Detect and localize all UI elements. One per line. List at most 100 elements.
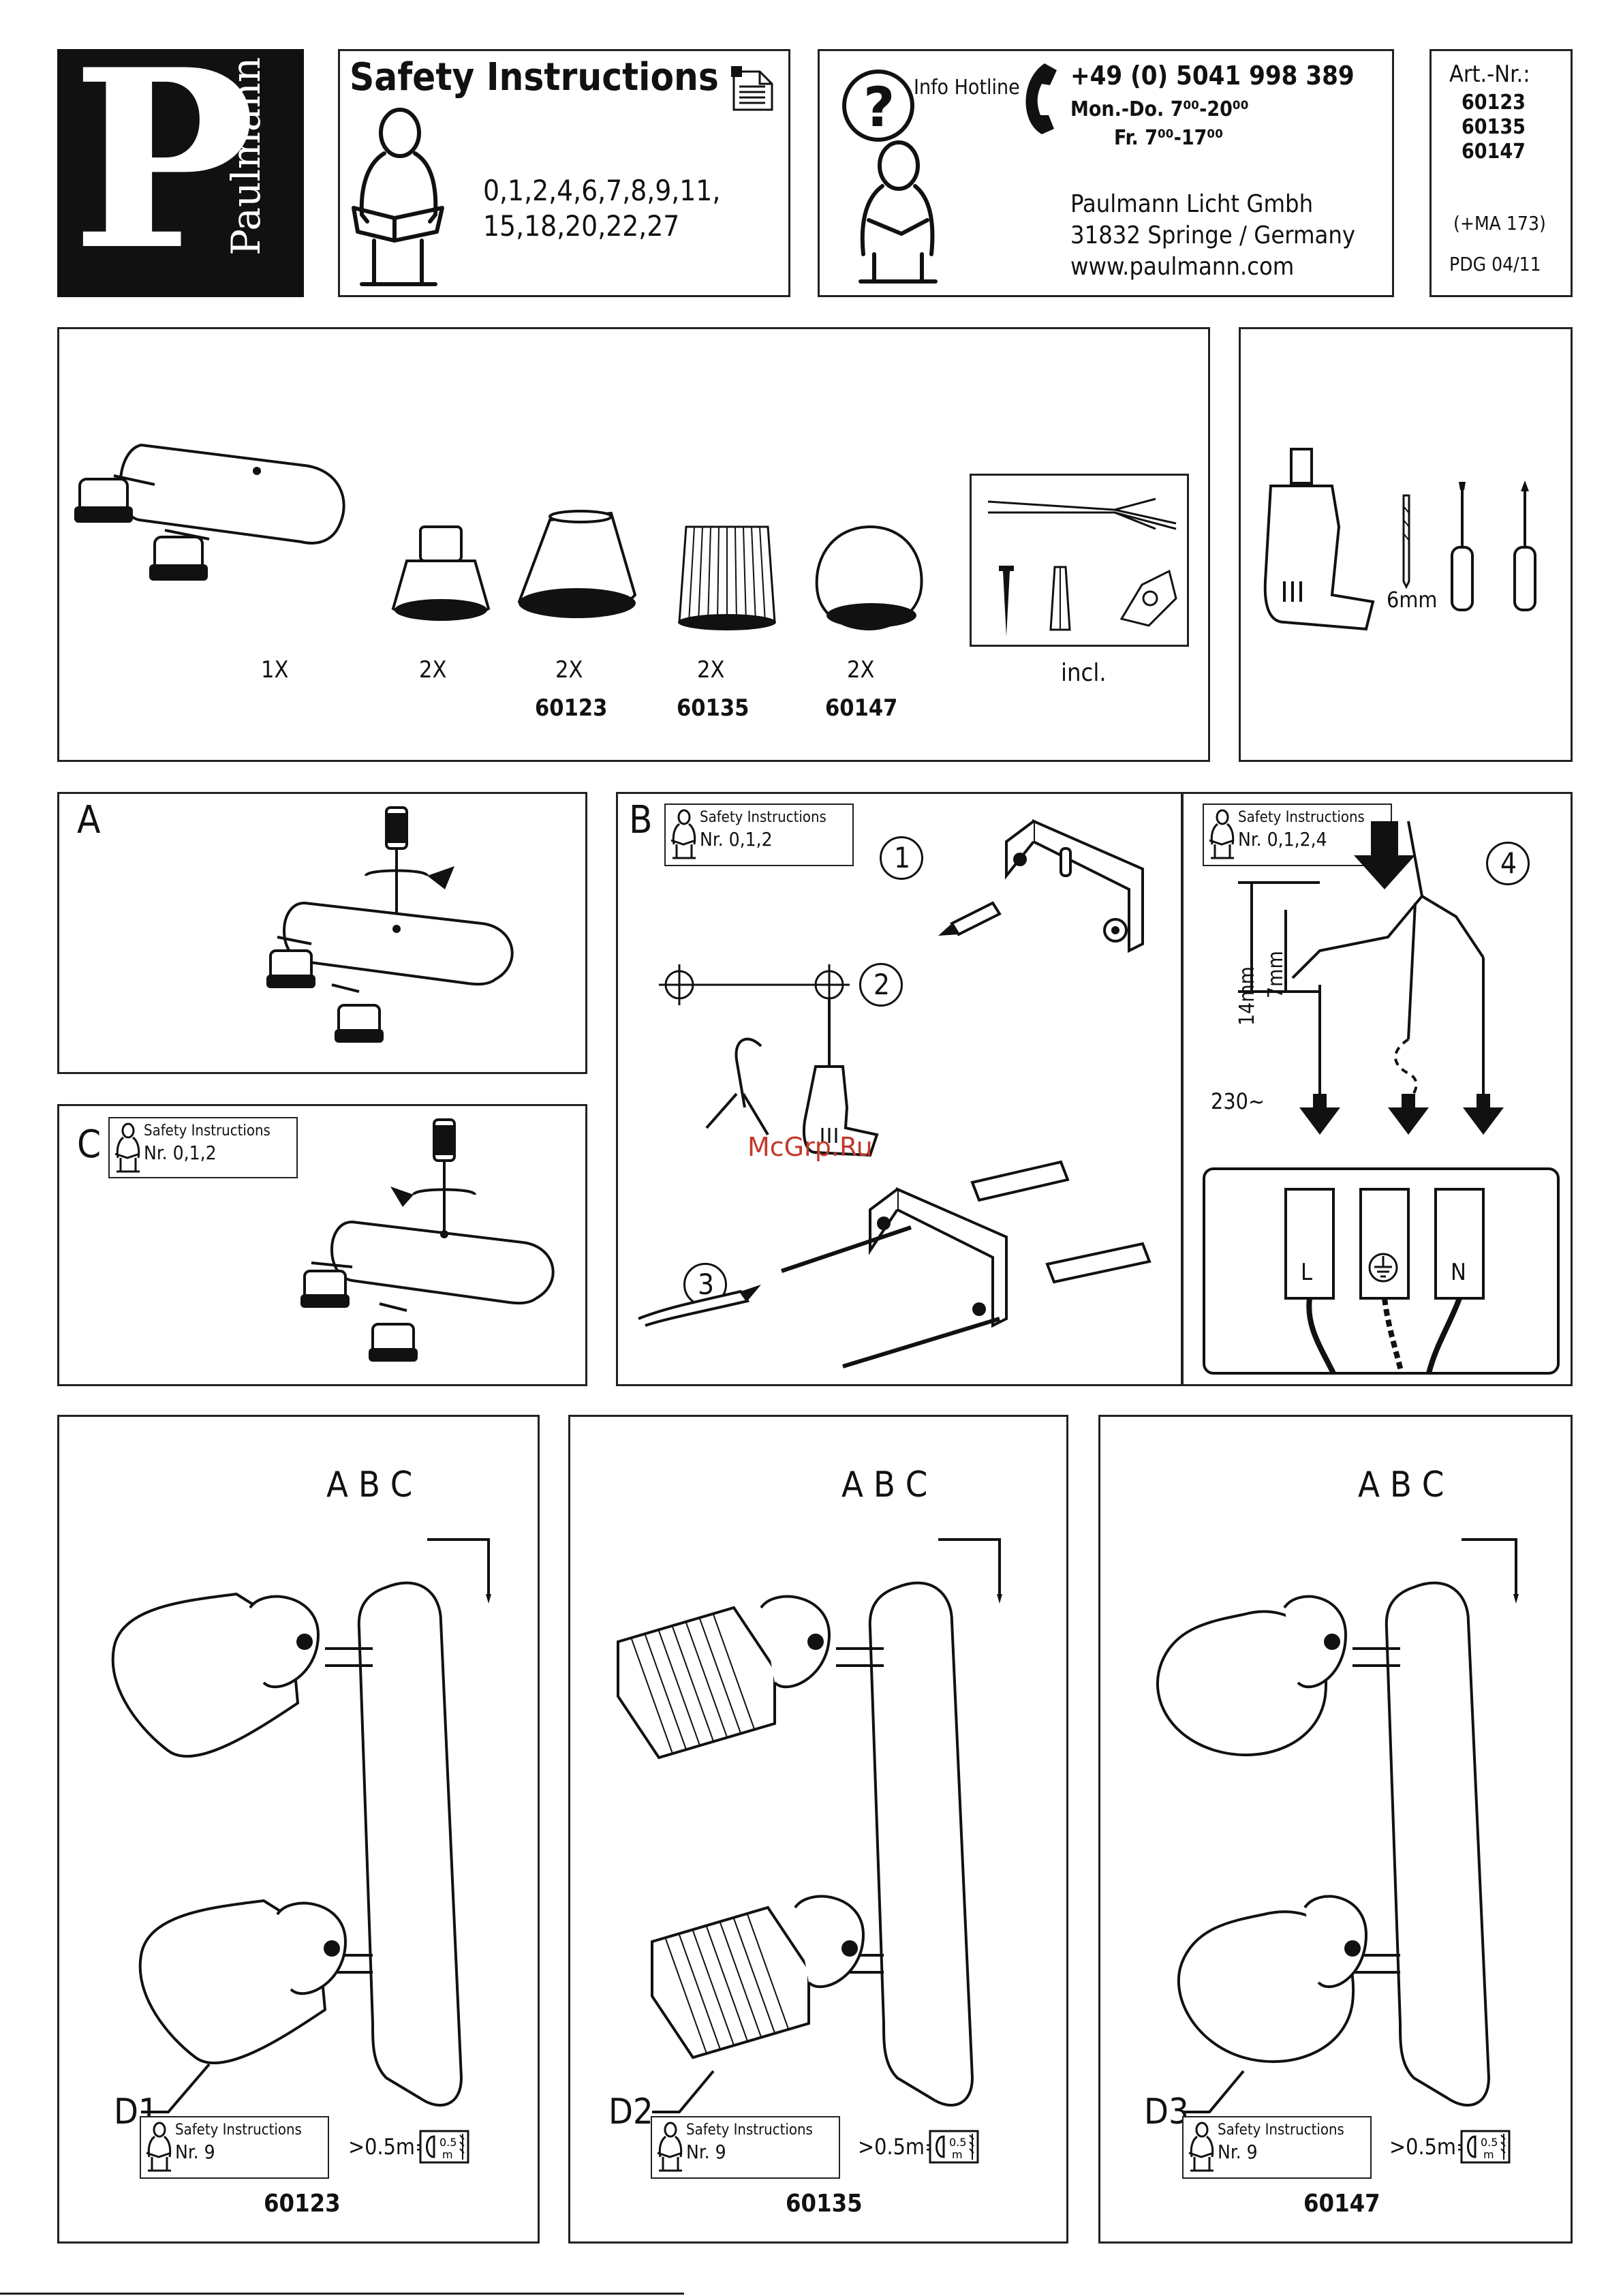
variant-d3-distance: >0.5m=: [1389, 2134, 1473, 2160]
bracket-marking-illustration: [938, 818, 1144, 953]
parts-box: 1X 2X 2X 60123 2X 60135 2X 60147 incl.: [57, 327, 1210, 762]
step-2-marker: 2: [859, 963, 903, 1007]
watermark-text: McGrp.Ru: [747, 1132, 873, 1162]
variant-d1-distance: >0.5m=: [348, 2134, 432, 2160]
part-qty-5: 2X: [847, 656, 875, 684]
fixture-base-illustration: [74, 443, 345, 581]
phillips-screwdriver-icon: [1513, 480, 1536, 611]
part-qty-1: 1X: [261, 656, 289, 684]
variant-d1-abc: A B C: [326, 1465, 413, 1505]
dim-7mm: 7mm: [1264, 951, 1288, 998]
wiring-safety-title: Safety Instructions: [1238, 809, 1365, 826]
art-number-1: 60123: [1462, 91, 1526, 114]
bracket-icon: [1119, 569, 1177, 627]
safety-person-icon: [670, 809, 696, 859]
step-c-box: C Safety Instructions Nr. 0,1,2: [57, 1104, 587, 1386]
hours-line1: Mon.-Do. 7⁰⁰-20⁰⁰: [1070, 97, 1249, 121]
terminal-l-label: L: [1301, 1259, 1313, 1286]
variant-d3-safety-tag: Safety Instructions Nr. 9: [1182, 2116, 1372, 2179]
hours-line2: Fr. 7⁰⁰-17⁰⁰: [1114, 126, 1224, 150]
step-3-number: 3: [698, 1268, 715, 1301]
voltage-label: 230~: [1211, 1088, 1265, 1114]
pliers-icon: [987, 498, 1177, 530]
part-qty-3: 2X: [555, 656, 583, 684]
step-b-box: B Safety Instructions Nr. 0,1,2 1 2: [616, 792, 1183, 1386]
step-c-illustration: [300, 1118, 555, 1362]
variant-d3-safety-nr: Nr. 9: [1218, 2141, 1258, 2163]
svg-text:0.5: 0.5: [949, 2136, 966, 2149]
distance-lamp-icon: 0.5 m: [419, 2130, 469, 2164]
variant-d2-label: D2: [608, 2092, 653, 2132]
step-c-label: C: [77, 1122, 102, 1167]
drill-size-label: 6mm: [1387, 587, 1438, 613]
art-label: Art.-Nr.:: [1449, 61, 1530, 88]
part-qty-4: 2X: [697, 656, 725, 684]
variant-d2-box: A B C D2 Safety Instructions Nr. 9: [568, 1415, 1068, 2244]
safety-person-icon: [657, 2122, 683, 2172]
step-b-safety-nr: Nr. 0,1,2: [700, 828, 773, 851]
part-code-3: 60123: [535, 694, 608, 722]
step-c-safety-tag: Safety Instructions Nr. 0,1,2: [108, 1117, 298, 1178]
variant-d1-code: 60123: [264, 2190, 341, 2218]
safety-numbers-line2: 15,18,20,22,27: [483, 209, 680, 243]
variant-d2-safety-tag: Safety Instructions Nr. 9: [651, 2116, 840, 2179]
drill-icon: [1263, 448, 1375, 631]
safety-person-icon: [146, 2122, 172, 2172]
variant-d3-code: 60147: [1303, 2190, 1380, 2218]
safety-numbers-line1: 0,1,2,4,6,7,8,9,11,: [483, 174, 721, 207]
svg-text:0.5: 0.5: [1481, 2136, 1498, 2149]
step-1-number: 1: [894, 841, 911, 874]
variant-d1-box: A B C D1 Safety Instructions Nr. 9 >0.5m…: [57, 1415, 540, 2244]
svg-text:m: m: [952, 2148, 963, 2161]
safety-title: Safety Instructions: [350, 55, 719, 100]
variant-d1-safety-tag: Safety Instructions Nr. 9: [140, 2116, 329, 2179]
variant-d3-label: D3: [1144, 2092, 1189, 2132]
safety-person-icon: [1188, 2122, 1214, 2172]
hole-marks-illustration: [659, 964, 850, 1005]
safety-person-icon: [114, 1122, 140, 1173]
safety-person-icon: [1209, 809, 1235, 859]
step-4-marker: 4: [1486, 842, 1530, 885]
variant-d1-safety-nr: Nr. 9: [175, 2141, 215, 2163]
variant-d2-code: 60135: [786, 2190, 863, 2218]
hotline-phone: +49 (0) 5041 998 389: [1070, 61, 1355, 91]
step-a-illustration: [266, 806, 514, 1043]
mounting-screws-illustration: [638, 1160, 1151, 1368]
step-2-number: 2: [874, 968, 891, 1001]
variant-d1-safety-title: Safety Instructions: [175, 2122, 302, 2139]
variant-d2-abc: A B C: [841, 1465, 928, 1505]
drill-bit-icon: [1402, 494, 1410, 590]
variant-d3-box: A B C D3 Safety Instructions Nr. 9 >0.5m…: [1098, 1415, 1573, 2244]
reading-person-icon: [352, 108, 444, 286]
document-icon: [731, 66, 773, 111]
dowel-icon: [1049, 566, 1071, 631]
step-c-safety-title: Safety Instructions: [144, 1122, 270, 1139]
dim-14mm: 14mm: [1235, 966, 1259, 1026]
variant-d3-safety-title: Safety Instructions: [1218, 2122, 1344, 2139]
svg-text:0.5: 0.5: [439, 2136, 457, 2149]
step-1-marker: 1: [880, 836, 923, 880]
step-b-label: B: [629, 798, 653, 842]
variant-d1-illustration: [111, 1538, 491, 2113]
step-a-label: A: [77, 798, 101, 842]
company-name: Paulmann Licht Gmbh: [1070, 190, 1314, 218]
phone-icon: [1025, 63, 1057, 134]
art-number-2: 60135: [1462, 115, 1526, 139]
step-b-safety-title: Safety Instructions: [700, 809, 826, 826]
safety-header-box: Safety Instructions 0,1,2,4,6,7,8,9,11, …: [338, 49, 790, 297]
hotline-box: ? Info Hotline +49 (0) 5041 998 389 Mon.…: [818, 49, 1394, 297]
step-b-safety-tag: Safety Instructions Nr. 0,1,2: [664, 803, 854, 866]
part-code-5: 60147: [825, 694, 898, 722]
variant-d2-safety-title: Safety Instructions: [686, 2122, 813, 2139]
company-website: www.paulmann.com: [1070, 253, 1295, 281]
cone-shade-illustration: [517, 510, 637, 618]
variant-d3-illustration: [1156, 1538, 1519, 2113]
included-hardware-box: [970, 474, 1189, 647]
article-number-box: Art.-Nr.: 60123 60135 60147 (+MA 173) PD…: [1429, 49, 1573, 297]
variant-d2-illustration: [617, 1538, 1002, 2113]
wiring-safety-nr: Nr. 0,1,2,4: [1238, 828, 1327, 851]
wiring-box: Safety Instructions Nr. 0,1,2,4 4: [1181, 792, 1573, 1386]
svg-text:?: ?: [863, 76, 895, 139]
bottom-rule: [0, 2293, 684, 2295]
step-a-box: A: [57, 792, 587, 1074]
